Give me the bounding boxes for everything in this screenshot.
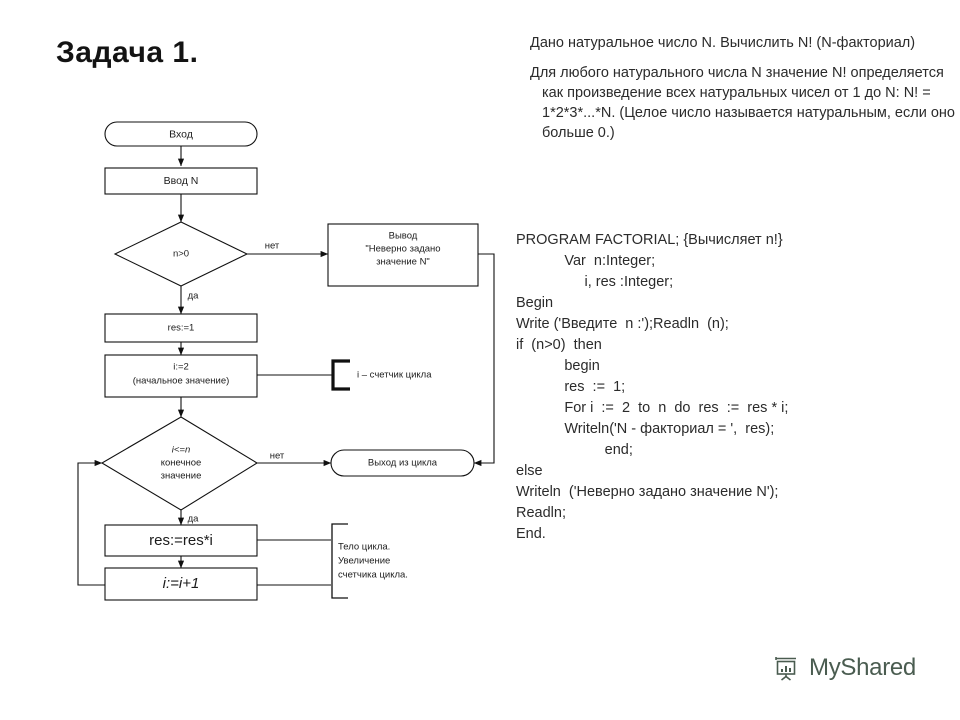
body-note-line2: Увеличение bbox=[338, 556, 390, 567]
node-error-output-line2: "Неверно задано bbox=[365, 244, 440, 255]
edge-label-check-no: нет bbox=[265, 241, 280, 252]
node-start-label: Вход bbox=[169, 128, 193, 140]
problem-paragraph-1: Дано натуральное число N. Вычислить N! (… bbox=[530, 35, 916, 51]
node-error-output[interactable] bbox=[327, 223, 479, 287]
node-error-output-line3: значение N" bbox=[376, 257, 430, 268]
edge-error-to-exit bbox=[473, 253, 495, 467]
body-note-bracket bbox=[331, 523, 348, 599]
node-loop-condition-line3: значение bbox=[161, 471, 202, 482]
node-res-init-label: res:=1 bbox=[168, 323, 195, 334]
flowchart-diagram: Вход Ввод N n>0 нет да Вывод "Неверно за… bbox=[0, 0, 520, 650]
watermark: MyShared bbox=[772, 653, 916, 683]
node-body-multiply[interactable] bbox=[104, 524, 258, 557]
counter-note-bracket bbox=[331, 359, 350, 391]
page-title: Задача 1. bbox=[56, 36, 199, 69]
edge-label-check-yes: да bbox=[188, 291, 200, 302]
node-i-init-line2: (начальное значение) bbox=[133, 376, 230, 387]
node-body-multiply-label: res:=res*i bbox=[149, 532, 213, 549]
node-loop-condition[interactable] bbox=[100, 416, 259, 511]
node-loop-exit-label: Выход из цикла bbox=[368, 458, 438, 469]
pascal-code-listing: PROGRAM FACTORIAL; {Вычисляет n!} Var n:… bbox=[516, 232, 789, 542]
node-input-label: Ввод N bbox=[164, 175, 199, 187]
node-res-init[interactable] bbox=[104, 313, 258, 343]
presentation-board-icon bbox=[775, 657, 796, 681]
node-input[interactable] bbox=[104, 167, 258, 195]
node-body-increment[interactable] bbox=[104, 567, 258, 601]
watermark-brand: MyShared bbox=[809, 654, 916, 681]
node-i-init[interactable] bbox=[104, 354, 258, 398]
edge-label-loop-yes: да bbox=[188, 514, 200, 525]
node-body-increment-label: i:=i+1 bbox=[163, 575, 200, 592]
body-note-line1: Тело цикла. bbox=[338, 542, 390, 553]
problem-statement: Дано натуральное число N. Вычислить N! (… bbox=[516, 33, 956, 153]
node-i-init-line1: i:=2 bbox=[173, 362, 189, 373]
node-start[interactable] bbox=[104, 121, 258, 147]
node-loop-exit[interactable] bbox=[330, 449, 475, 477]
node-check-n[interactable] bbox=[113, 221, 249, 287]
edge-loopback-to-loopcond bbox=[77, 459, 105, 586]
body-note-line3: счетчика цикла. bbox=[338, 570, 408, 581]
node-loop-condition-line1: i<=n bbox=[172, 445, 191, 456]
node-check-n-label: n>0 bbox=[173, 249, 189, 260]
edge-label-loop-no: нет bbox=[270, 451, 285, 462]
problem-paragraph-2: Для любого натурального числа N значение… bbox=[530, 65, 955, 141]
node-loop-condition-line2: конечное bbox=[161, 458, 202, 469]
counter-note-label: i – счетчик цикла bbox=[357, 370, 432, 381]
node-error-output-line1: Вывод bbox=[389, 231, 418, 242]
